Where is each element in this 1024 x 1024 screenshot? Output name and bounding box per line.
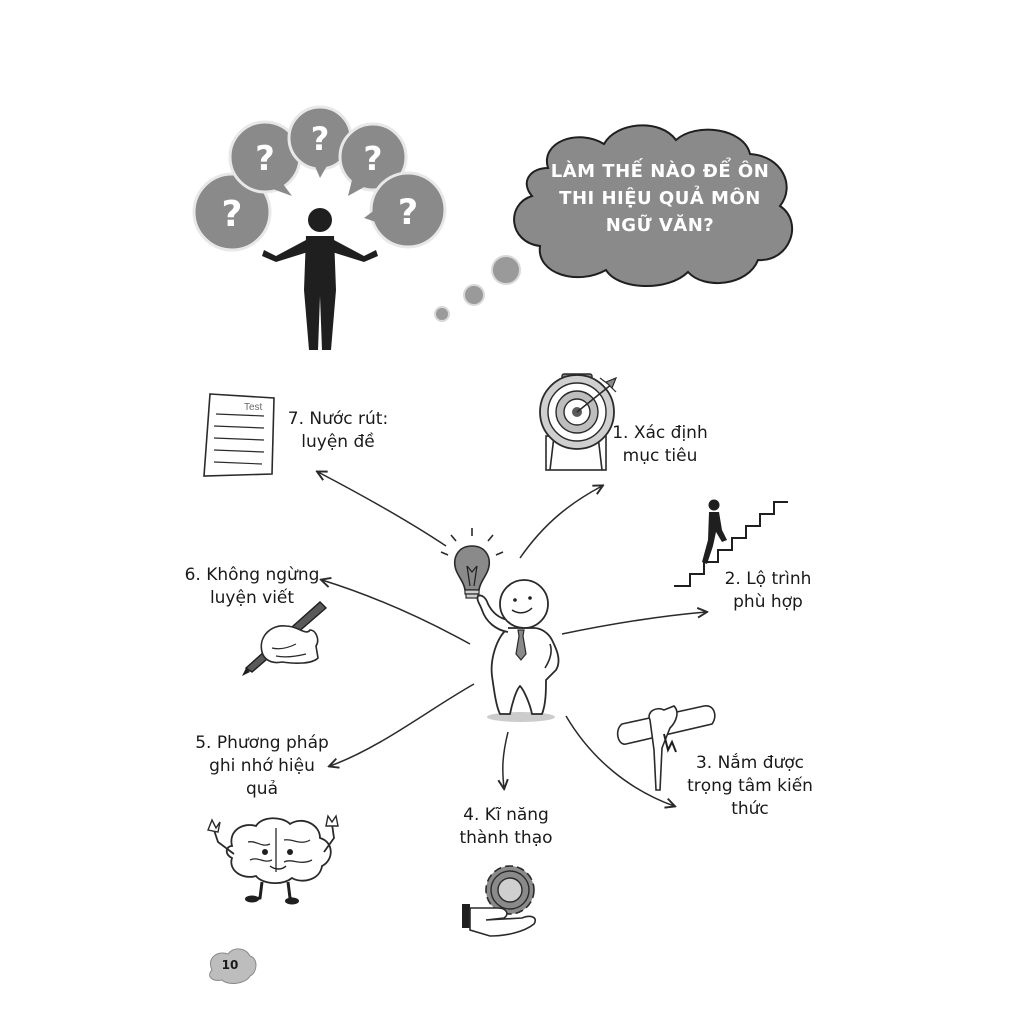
step-3-label: 3. Nắm được trọng tâm kiến thức	[672, 752, 828, 821]
arrow-to-step-6	[322, 580, 470, 644]
gear-hand-icon	[462, 866, 535, 936]
thought-dots	[435, 256, 520, 321]
svg-text:?: ?	[222, 194, 243, 235]
lightbulb-icon	[441, 528, 503, 598]
svg-text:?: ?	[255, 139, 275, 179]
svg-text:?: ?	[311, 120, 330, 158]
step-1-label: 1. Xác định mục tiêu	[600, 422, 720, 468]
arrow-to-step-1	[520, 486, 602, 558]
svg-text:?: ?	[398, 193, 418, 233]
arrow-to-step-4	[503, 732, 508, 788]
idea-person-icon	[477, 580, 558, 722]
step-6-label: 6. Không ngừng luyện viết	[172, 564, 332, 610]
svg-text:?: ?	[363, 139, 382, 178]
step-7-label: 7. Nước rút: luyện đề	[270, 408, 406, 454]
test-label: Test	[244, 402, 263, 413]
brain-icon	[208, 816, 338, 905]
test-paper-icon: Test	[204, 394, 274, 476]
writing-hand-icon	[242, 602, 326, 676]
confused-person-icon	[262, 208, 378, 350]
arrow-to-step-5	[330, 684, 474, 766]
step-2-label: 2. Lộ trình phù hợp	[708, 568, 828, 614]
step-4-label: 4. Kĩ năng thành thạo	[440, 804, 572, 850]
page-number: 10	[210, 958, 250, 972]
arrow-to-step-7	[318, 472, 446, 546]
step-5-label: 5. Phương pháp ghi nhớ hiệu quả	[188, 732, 336, 801]
arrow-to-step-2	[562, 612, 706, 634]
thought-cloud-question: LÀM THẾ NÀO ĐỂ ÔN THI HIỆU QUẢ MÔN NGỮ V…	[540, 158, 780, 239]
